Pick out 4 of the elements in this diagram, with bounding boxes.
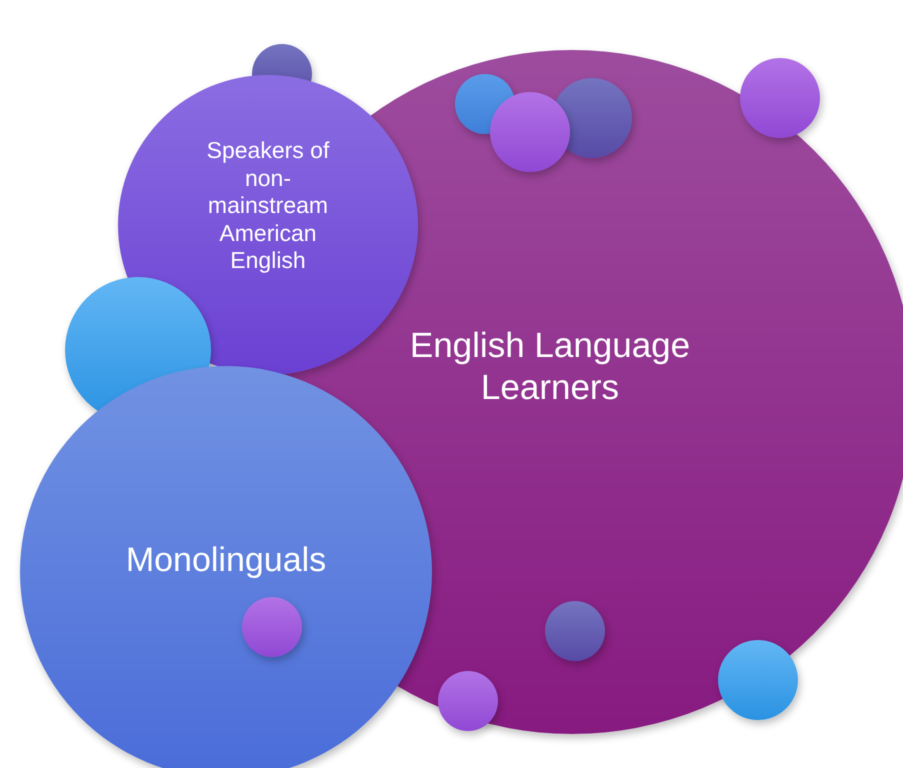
bubble-label: Monolinguals [124,540,328,581]
bubble [490,92,570,172]
bubble-label: Speakers of non-mainstream American English [206,137,330,275]
bubble-label: English Language Learners [408,325,692,409]
